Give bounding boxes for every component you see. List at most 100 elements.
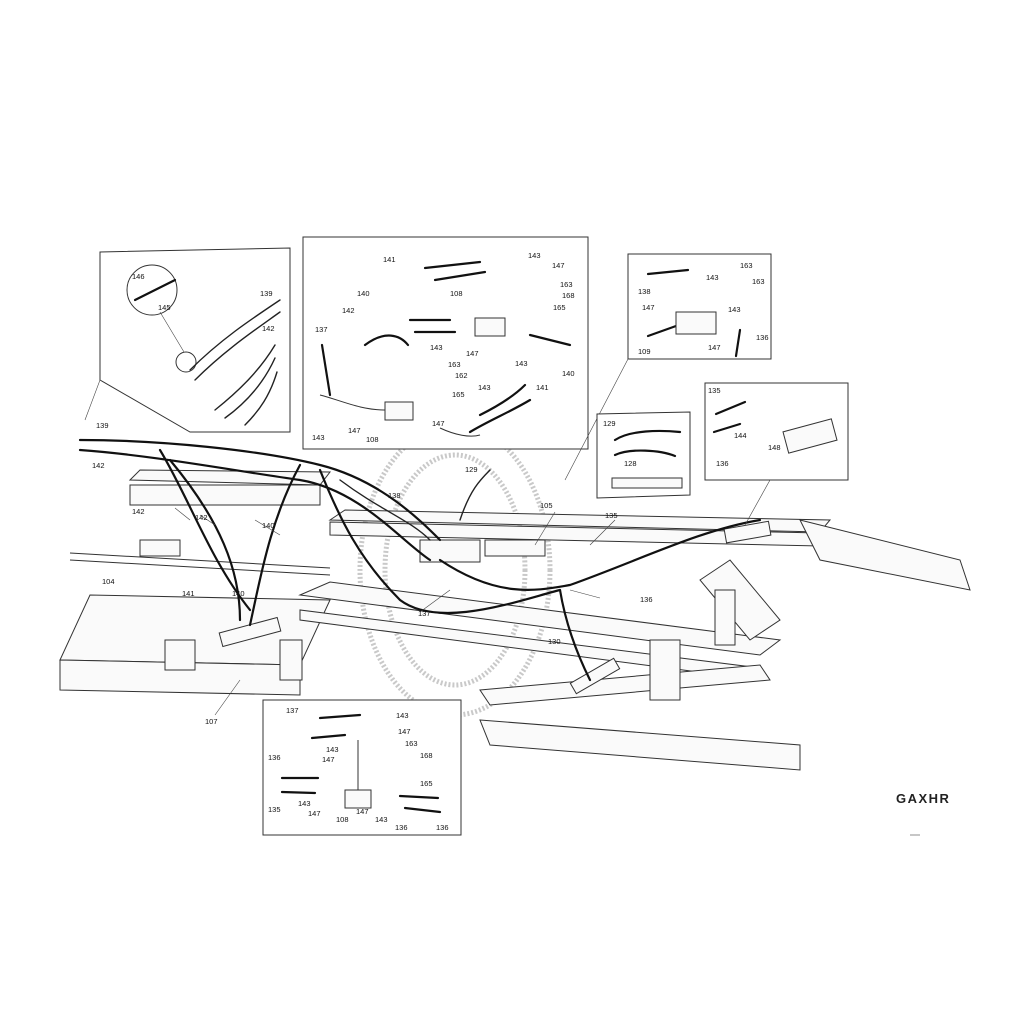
detail-circle-small [175,351,197,373]
label-162: 162 [455,371,468,380]
label-143: 143 [375,815,388,824]
label-143: 143 [326,745,339,754]
label-140: 140 [357,289,370,298]
faint-stamp-inner [382,452,528,688]
beam-rear-top [128,469,332,486]
inset-frame-top-center [302,236,589,450]
label-165: 165 [553,303,566,312]
label-146: 146 [132,272,145,281]
label-143: 143 [706,273,719,282]
label-144: 144 [734,431,747,440]
label-142: 142 [92,461,105,470]
label-141: 141 [536,383,549,392]
plate-left [279,639,303,681]
label-139: 139 [96,421,109,430]
cylinder-main [484,539,546,557]
inset-frame-bottom [262,699,462,836]
label-143: 143 [298,799,311,808]
valve-block-108-b [344,789,372,809]
leader [589,519,616,546]
label-147: 147 [642,303,655,312]
cylinder-lower-left [218,616,282,648]
leader [254,519,281,536]
label-135: 135 [268,805,281,814]
hose-main-8 [558,588,592,682]
label-136: 136 [268,753,281,762]
leader [199,514,216,526]
valve-109 [675,311,717,335]
transverse-tube [69,552,331,569]
hose-136-mr [712,422,742,434]
valve-block-108-lower [384,401,414,421]
cylinder-lower-right [569,657,621,695]
hose-main-4 [168,458,242,622]
hose-main-5 [248,463,302,627]
label-147: 147 [552,261,565,270]
hose-141b [433,270,487,282]
label-148: 148 [768,443,781,452]
faint-stamp [357,422,553,718]
hose-137-b [310,733,347,740]
label-140: 140 [232,589,245,598]
label-141: 141 [182,589,195,598]
leader [744,479,771,526]
clamp-left [139,539,181,557]
label-136: 136 [640,595,653,604]
label-142: 142 [342,306,355,315]
detail-circle [126,264,178,316]
beam-left-front-side [59,659,301,696]
beam-rear-side [129,484,321,506]
label-141: 141 [383,255,396,264]
label-143: 143 [728,305,741,314]
cylinder-mr [782,418,838,454]
label-136: 136 [436,823,449,832]
label-163: 163 [740,261,753,270]
main-frame-chassis [59,422,971,771]
label-130: 130 [548,637,561,646]
label-147: 147 [308,809,321,818]
label-142: 142 [195,513,208,522]
hose-142-1 [214,344,276,411]
leader [159,311,185,353]
pipe-lower-right [439,427,481,437]
label-107: 107 [205,717,218,726]
label-129: 129 [465,465,478,474]
label-139: 139 [260,289,273,298]
label-138: 138 [388,491,401,500]
leader [214,679,241,716]
label-163: 163 [752,277,765,286]
label-137: 137 [315,325,328,334]
transverse-tube-lower [69,559,331,576]
plate-right [649,639,681,701]
label-135: 135 [708,386,721,395]
hose-main-3 [158,448,252,612]
label-129: 129 [603,419,616,428]
label-165: 165 [420,779,433,788]
label-143: 143 [312,433,325,442]
hose-main-1 [78,438,442,542]
hose-136-d [403,806,442,814]
hose-143 [478,383,527,417]
label-147: 147 [708,343,721,352]
label-108: 108 [336,815,349,824]
hose-129 [613,429,682,442]
hose-right [528,333,572,347]
hose-142-2 [224,357,276,419]
label-142: 142 [132,507,145,516]
label-140: 140 [262,521,275,530]
label-140: 140 [562,369,575,378]
label-168: 168 [562,291,575,300]
hose-109 [646,324,678,338]
hose-135-b [280,790,317,795]
cylinder-right [723,520,772,544]
label-143: 143 [478,383,491,392]
hose-main-6 [318,468,562,614]
arm-right-lower [479,719,801,771]
beam-diagonal-1 [298,581,782,656]
label-163: 163 [405,739,418,748]
hose-142 [363,334,410,347]
label-143: 143 [430,343,443,352]
label-143: 143 [528,251,541,260]
label-128: 128 [624,459,637,468]
